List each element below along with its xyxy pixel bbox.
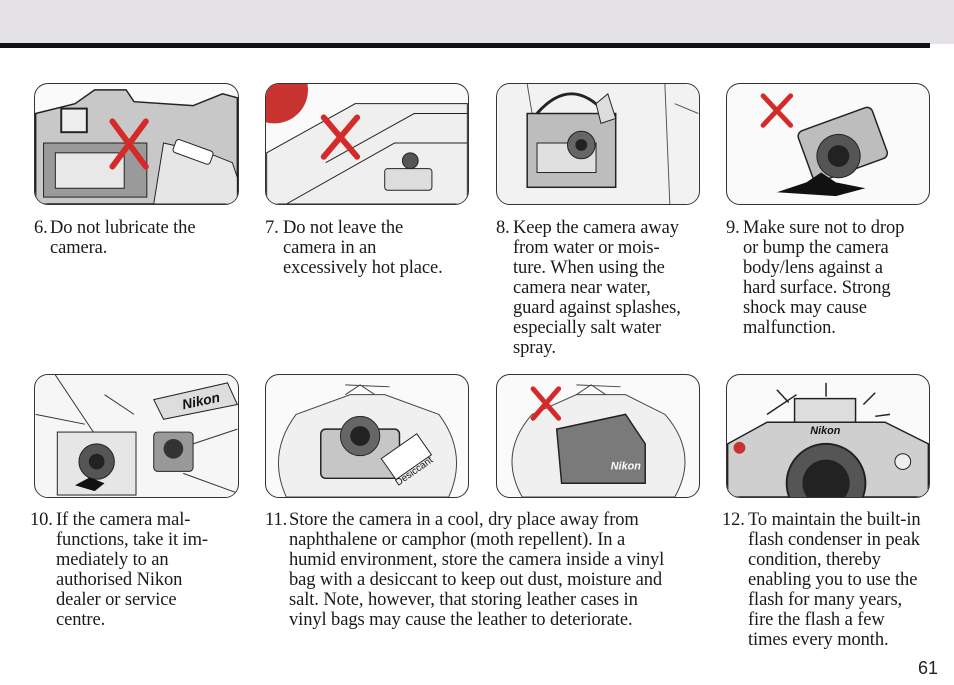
- item-text: Store the camera in a cool, dry place aw…: [289, 510, 665, 630]
- item-text: Make sure not to drop or bump the camera…: [743, 218, 905, 338]
- item-number: 12.: [722, 510, 745, 530]
- illustration-no-lubricate: [34, 83, 239, 205]
- illustration-drop: [726, 83, 930, 205]
- item-text: If the camera mal- functions, take it im…: [56, 510, 208, 630]
- item-8: 8. Keep the camera away from water or mo…: [496, 218, 721, 358]
- item-6: 6. Do not lubricate the camera.: [34, 218, 254, 258]
- item-text: Do not lubricate the camera.: [50, 218, 196, 258]
- case-logo-text: Nikon: [611, 460, 641, 472]
- item-9: 9. Make sure not to drop or bump the cam…: [726, 218, 946, 338]
- item-number: 7.: [265, 218, 279, 238]
- page-number: 61: [917, 658, 938, 678]
- top-rule: [0, 43, 930, 48]
- illustration-desiccant-bag: Desiccant: [265, 374, 469, 498]
- illustration-flash: Nikon: [726, 374, 930, 498]
- prohibited-cross-icon: [760, 93, 794, 128]
- item-7: 7. Do not leave the camera in an excessi…: [265, 218, 485, 278]
- item-11: 11. Store the camera in a cool, dry plac…: [265, 510, 715, 630]
- prohibited-cross-icon: [320, 114, 361, 160]
- item-text: To maintain the built-in flash condenser…: [748, 510, 921, 650]
- item-number: 8.: [496, 218, 510, 238]
- item-text: Do not leave the camera in an excessivel…: [283, 218, 443, 278]
- sun-icon: [266, 84, 308, 124]
- item-number: 10.: [30, 510, 53, 530]
- item-number: 6.: [34, 218, 48, 238]
- item-10: 10. If the camera mal- functions, take i…: [30, 510, 255, 630]
- camera-logo-text: Nikon: [810, 425, 840, 437]
- illustration-leather-case: Nikon: [496, 374, 700, 498]
- top-band: [0, 0, 954, 44]
- item-number: 9.: [726, 218, 740, 238]
- prohibited-cross-icon: [530, 386, 562, 421]
- illustration-service: Nikon: [34, 374, 239, 498]
- item-12: 12. To maintain the built-in flash conde…: [722, 510, 950, 650]
- illustration-hot-place: [265, 83, 469, 205]
- item-number: 11.: [265, 510, 288, 530]
- prohibited-cross-icon: [109, 118, 149, 170]
- illustration-water: [496, 83, 700, 205]
- warning-dot-icon: [733, 441, 746, 454]
- item-text: Keep the camera away from water or mois-…: [513, 218, 681, 358]
